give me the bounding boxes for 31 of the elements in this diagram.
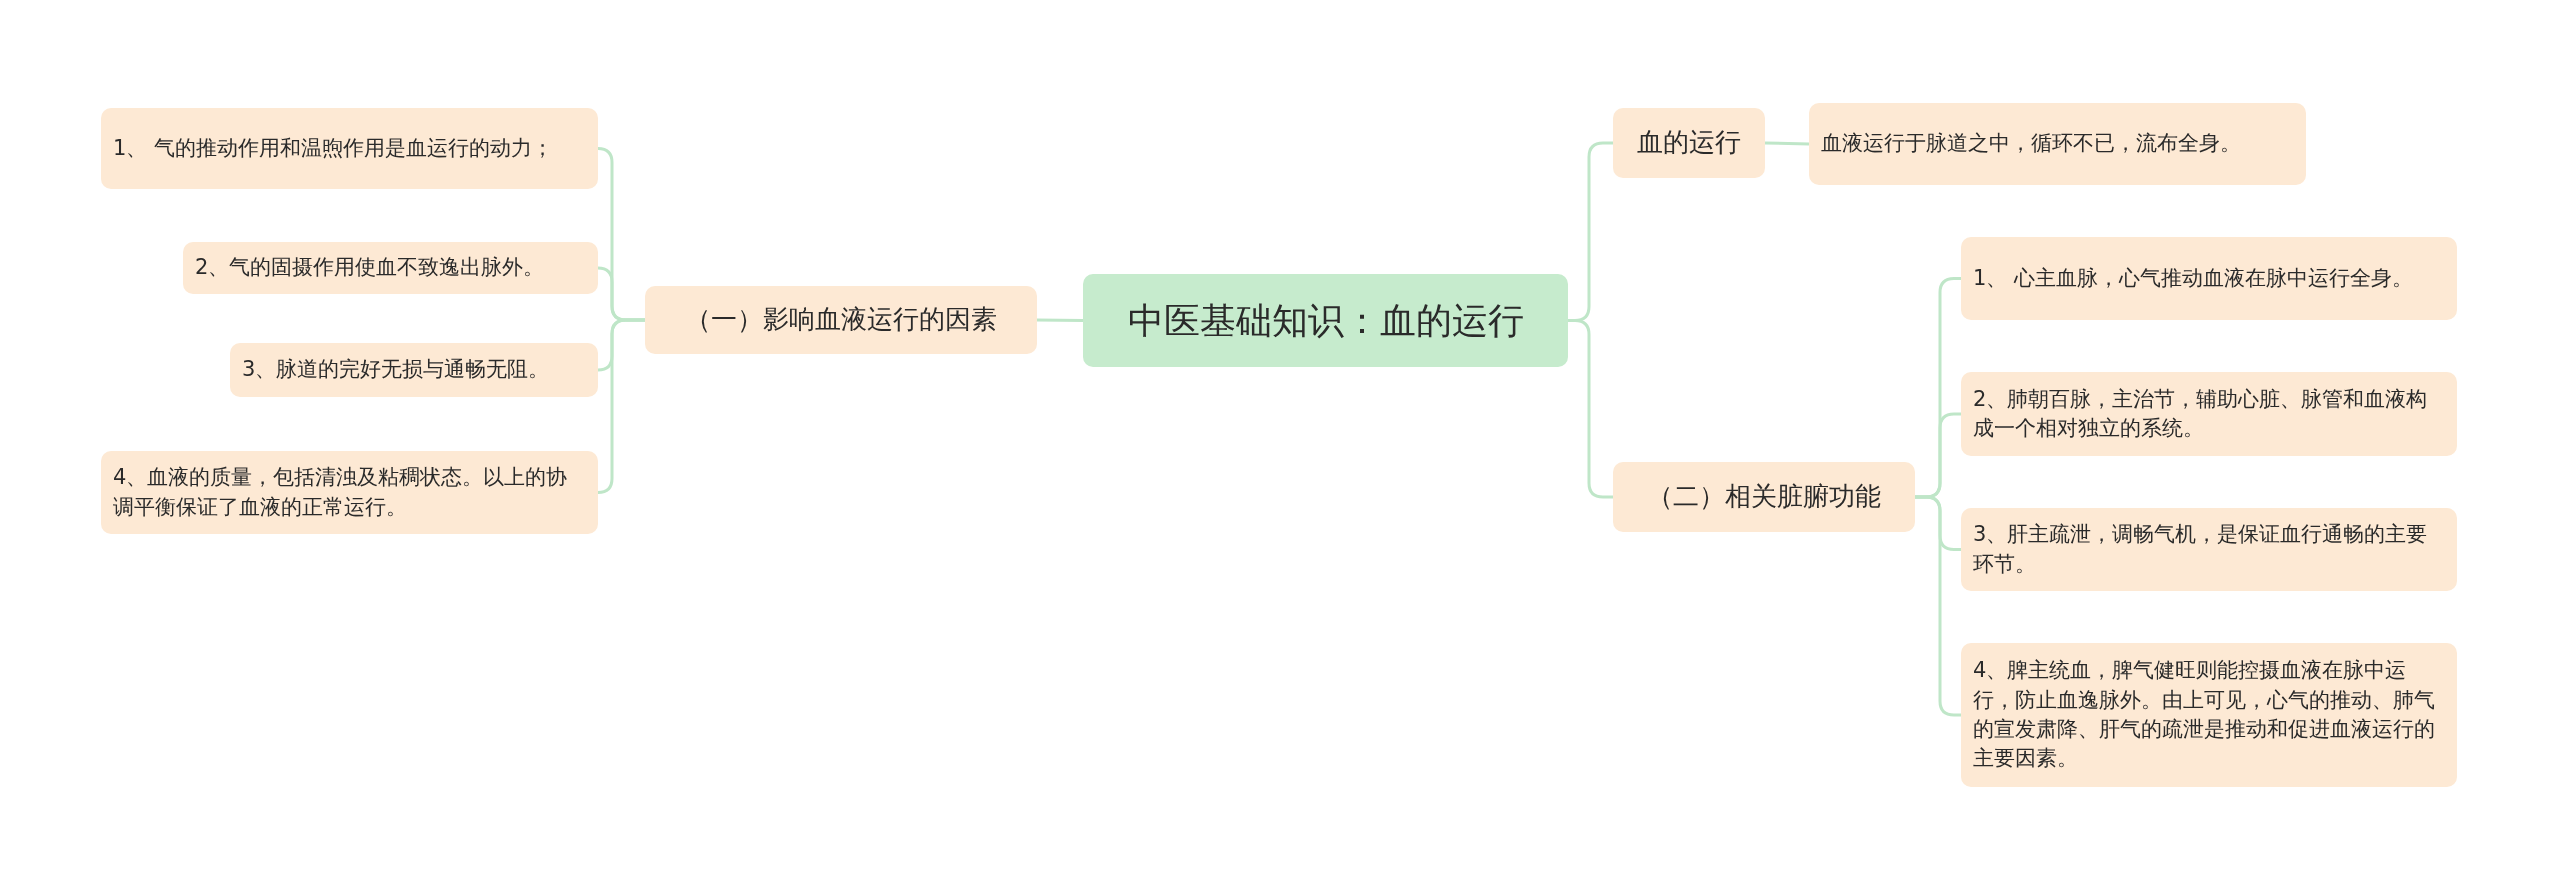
subtopic-box [101,108,598,189]
central-topic-box [1083,274,1568,367]
node-text: 1、 心主血脉，心气推动血液在脉中运行全身。 [1973,264,2414,292]
subtopic-box [1809,103,2306,185]
subtopic-box [1961,372,2457,456]
subtopic-box [101,451,598,534]
node-text: 2、肺朝百脉，主治节，辅助心脏、脉管和血液构成一个相对独立的系统。 [1973,385,2429,442]
subtopic-box [1961,237,2457,320]
node-text: 血液运行于脉道之中，循环不已，流布全身。 [1821,130,2241,158]
node-text: 血的运行 [1637,127,1741,159]
connector-line [1037,318,1083,322]
node-text: 3、脉道的完好无损与通畅无阻。 [242,356,550,384]
subtopic-box [1961,508,2457,591]
connector-line [1568,319,1613,499]
node-text: 中医基础知识：血的运行 [1127,298,1524,343]
connector-line [1764,141,1810,146]
node-text: 4、脾主统血，脾气健旺则能控摄血液在脉中运行，防止血逸脉外。由上可见，心气的推动、肺气的宣发肃降、肝气的疏泄是推动和促进血液运行的主要因素。 [1973,657,2436,773]
topic-box [1613,462,1915,532]
topic-box [645,286,1037,354]
subtopic-box [183,242,598,294]
connector-line [596,318,645,494]
node-text: （一）影响血液运行的因素 [685,304,997,336]
connector-line [1915,495,1961,717]
node-text: 3、肝主疏泄，调畅气机，是保证血行通畅的主要环节。 [1973,521,2429,578]
subtopic-box [1961,643,2457,787]
subtopic-box [230,343,598,397]
topic-box [1613,108,1765,178]
node-text: 4、血液的质量，包括清浊及粘稠状态。以上的协调平衡保证了血液的正常运行。 [113,464,569,521]
node-text: 1、 气的推动作用和温煦作用是血运行的动力； [113,134,554,162]
node-text: （二）相关脏腑功能 [1647,481,1881,513]
node-text: 2、气的固摄作用使血不致逸出脉外。 [195,254,545,282]
